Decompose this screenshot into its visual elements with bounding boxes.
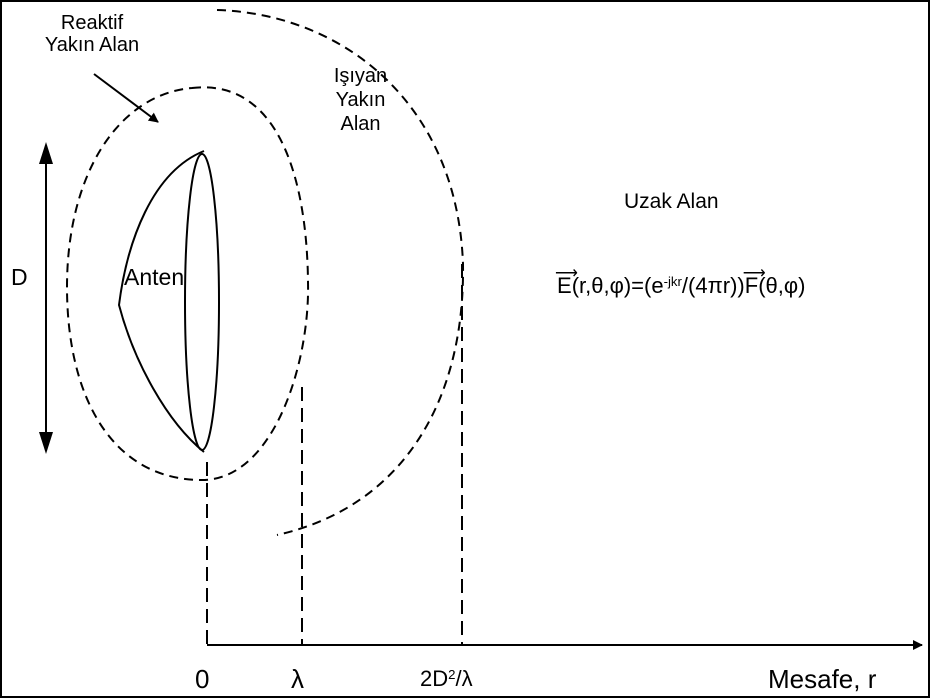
tick-far-sup: 2 [448, 667, 456, 682]
radiating-label-line3: Alan [340, 113, 381, 135]
reactive-label-line1: Reaktif [60, 12, 124, 34]
radiating-label-line1: Işıyan [333, 65, 388, 87]
reactive-near-field-boundary [65, 86, 310, 482]
tick-lambda: λ [291, 664, 304, 694]
e-vector: ⟶E [555, 266, 578, 298]
dimension-arrow-top-head [39, 142, 53, 164]
f-vector: ⟶F [743, 266, 766, 298]
antenna-aperture [184, 153, 220, 451]
f-vector-arrow-icon: ⟶ [742, 265, 766, 282]
radiating-label-line2: Yakın [335, 89, 386, 111]
reactive-label-line2: Yakın Alan [44, 34, 140, 56]
formula-middle: /(4πr)) [681, 273, 745, 298]
formula-exponent: -jkr [663, 274, 682, 289]
dimension-label: D [11, 264, 28, 290]
reactive-near-field-label: Reaktif Yakın Alan [12, 12, 172, 56]
antenna-body [117, 150, 205, 453]
tick-far-post: /λ [455, 666, 473, 691]
radiating-near-field-label: Işıyan Yakın Alan [298, 64, 423, 136]
e-symbol: E [557, 273, 572, 298]
f-symbol: F [744, 273, 759, 298]
far-field-label: Uzak Alan [624, 190, 719, 213]
axis-label: Mesafe, r [768, 664, 877, 694]
reactive-pointer-arrow [93, 73, 159, 123]
tick-zero: 0 [195, 664, 210, 694]
formula-args: (r,θ,φ)=(e [571, 273, 664, 298]
tick-far-pre: 2D [420, 666, 449, 691]
far-field-formula: ⟶E(r,θ,φ)=(e-jkr/(4πr))⟶F(θ,φ) [555, 266, 806, 298]
formula-tail: (θ,φ) [758, 273, 806, 298]
e-vector-arrow-icon: ⟶ [555, 265, 578, 282]
radiating-near-field-boundary [216, 9, 465, 536]
tick-far-field-distance: 2D2/λ [420, 668, 473, 690]
antenna-label: Anten [124, 264, 185, 290]
dimension-arrow-bottom-head [39, 432, 53, 454]
